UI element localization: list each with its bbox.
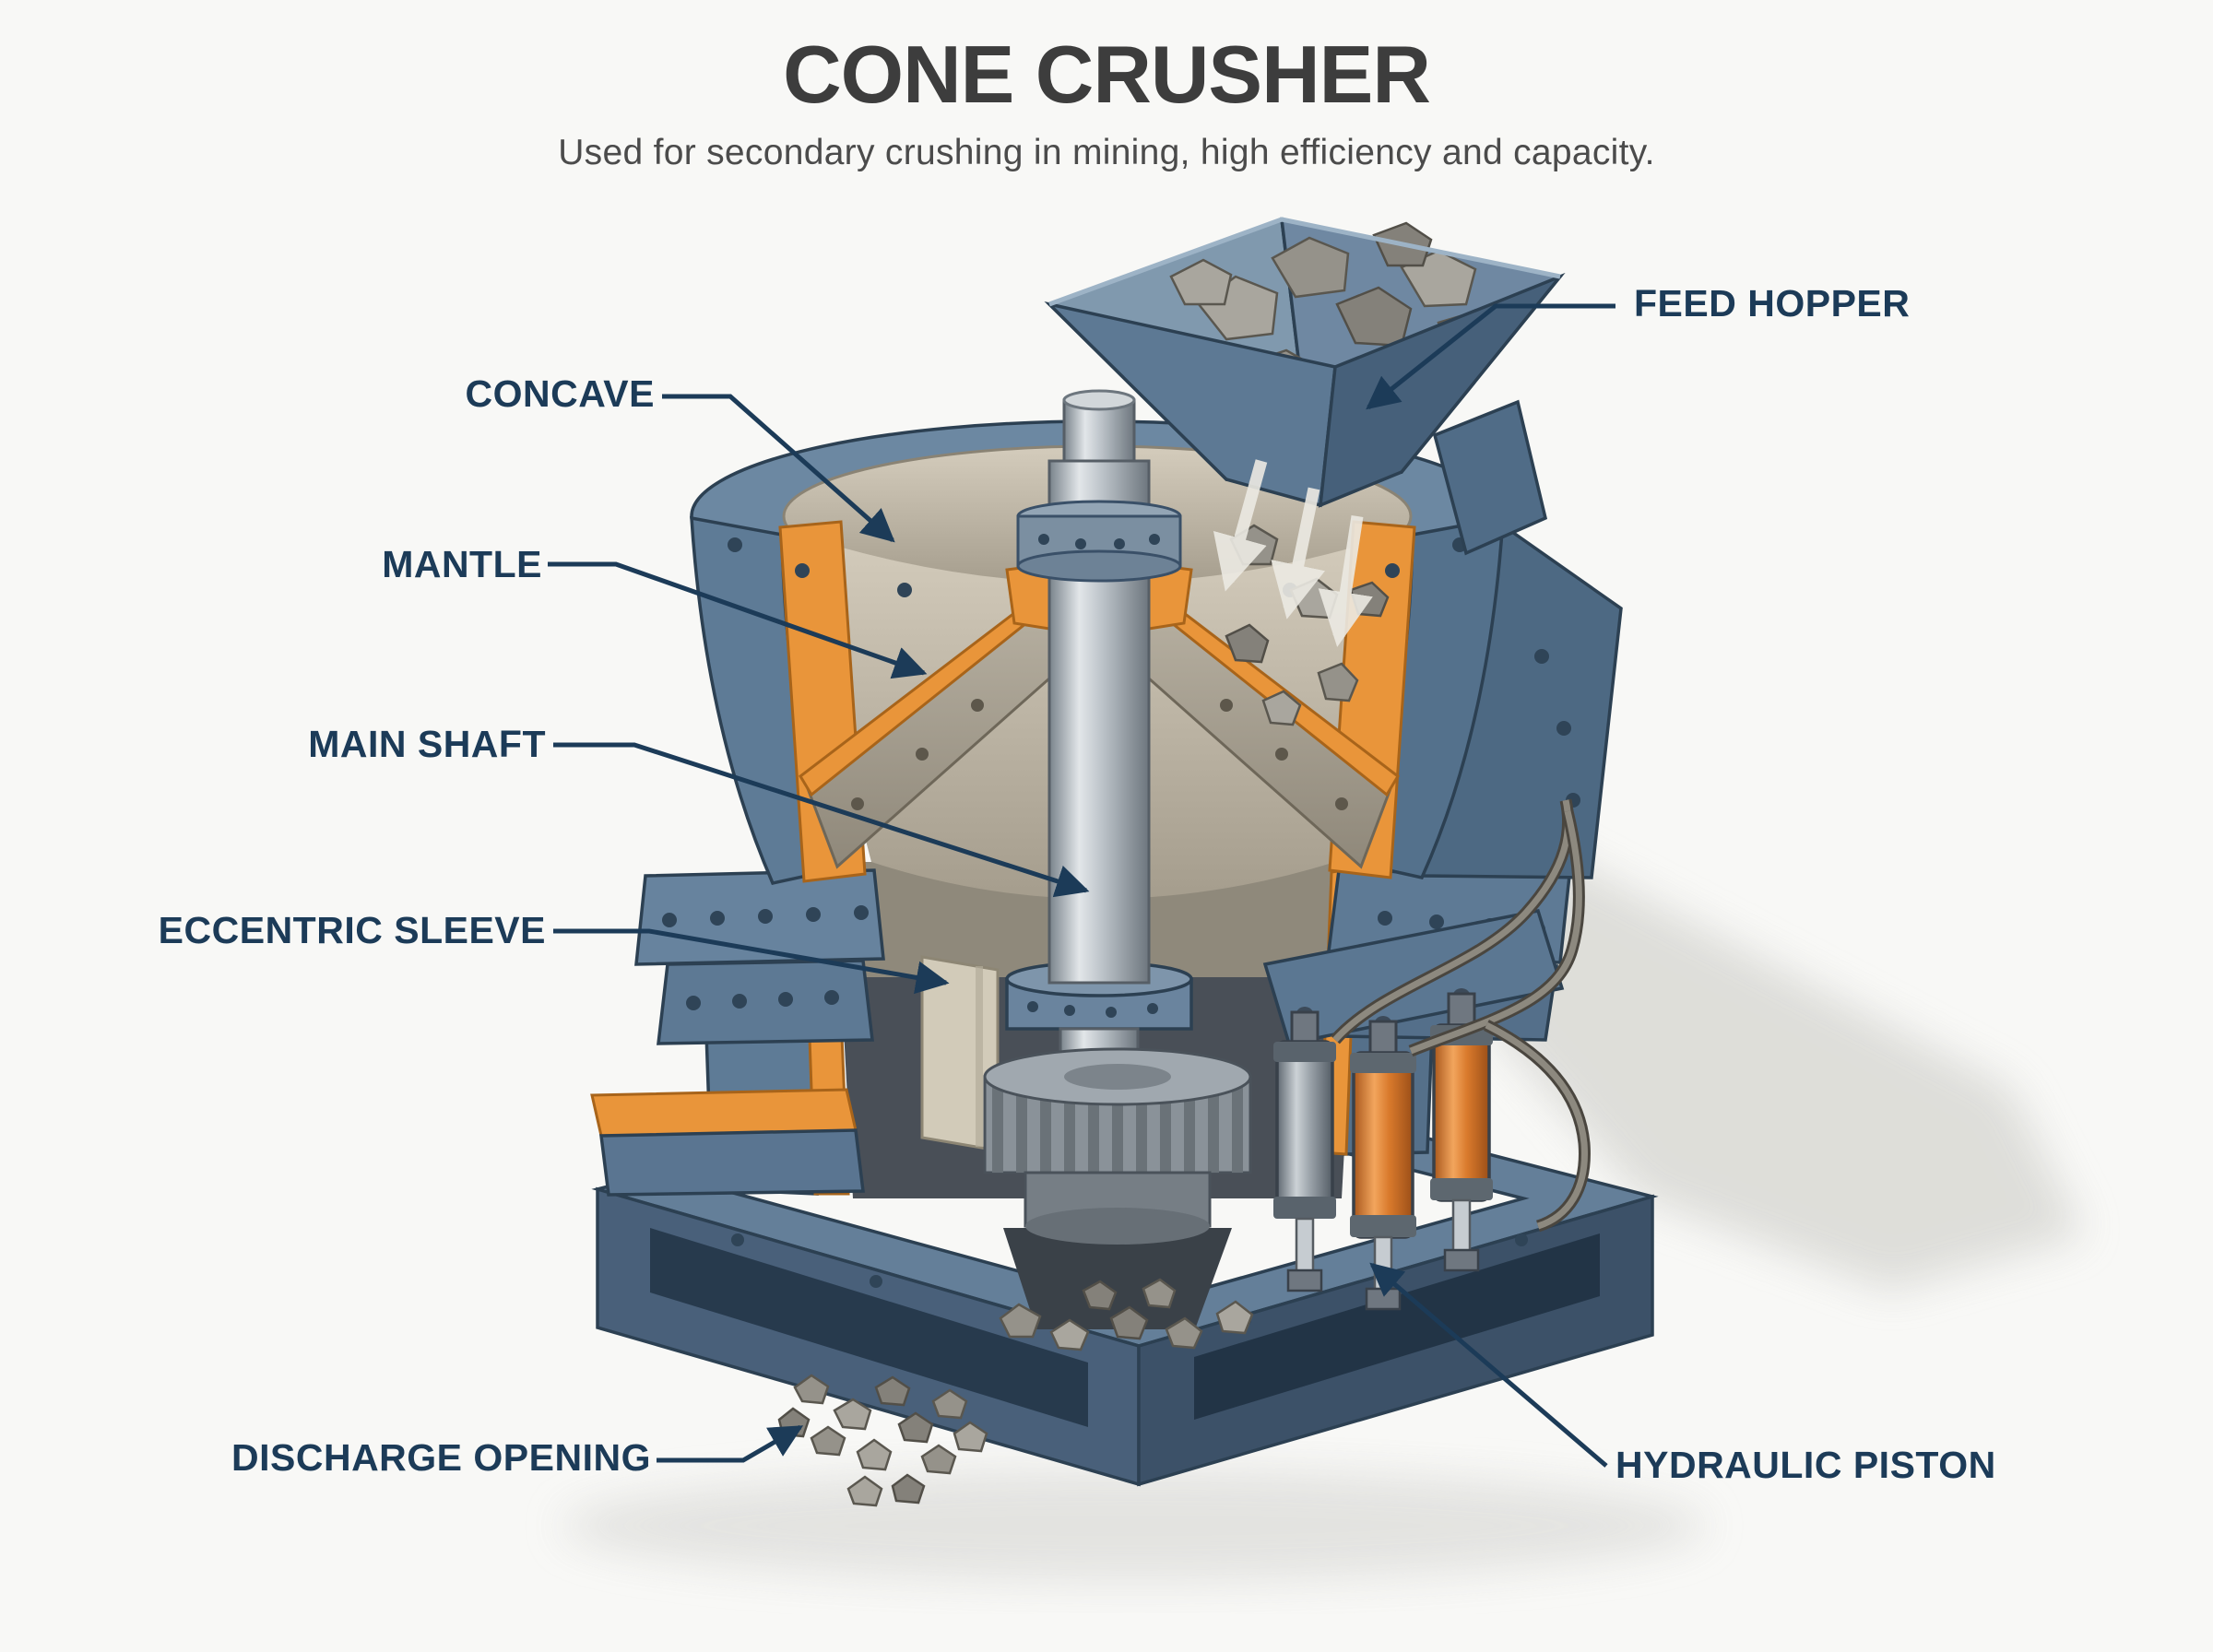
material-flow-arrows [1213,459,1373,647]
hydraulic-hoses [1331,798,1591,1233]
leader-concave [662,394,895,543]
label-eccentric-sleeve: ECCENTRIC SLEEVE [158,909,546,951]
hydraulic-pistons [1262,798,1591,1311]
leader-lines [548,303,1615,1468]
label-concave: CONCAVE [465,372,655,415]
leader-feed-hopper [1366,303,1615,410]
diagram-title: CONE CRUSHER [783,29,1431,120]
mantle [799,562,1400,869]
shadow [562,830,2084,1581]
diagram-header: CONE CRUSHER Used for secondary crushing… [0,28,2213,173]
crushed-rocks [999,1278,1254,1351]
piston-gray [1273,1010,1336,1292]
piston-orange-middle [1350,1020,1416,1311]
leader-hydraulic-piston [1369,1262,1608,1468]
shaft-top-cap [1062,398,1136,466]
label-mantle: MANTLE [382,543,542,585]
leader-eccentric-sleeve [553,928,950,995]
label-hydraulic-piston: HYDRAULIC PISTON [1615,1444,1996,1486]
leader-main-shaft [553,742,1090,898]
label-discharge-opening: DISCHARGE OPENING [231,1436,651,1479]
feed-hopper [1044,217,1566,647]
discharge-opening-area [1003,1228,1232,1329]
leader-discharge-opening [657,1424,804,1463]
diagram-subtitle: Used for secondary crushing in mining, h… [558,133,1655,172]
label-feed-hopper: FEED HOPPER [1634,282,1911,324]
label-main-shaft: MAIN SHAFT [308,723,546,765]
leader-mantle [548,561,928,679]
